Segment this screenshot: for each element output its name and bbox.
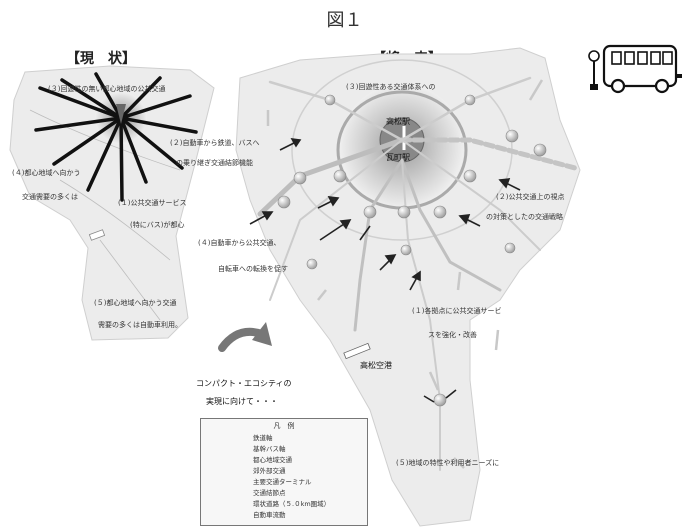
future-label-1a: (１)各拠点に公共交通サービ <box>412 306 501 316</box>
legend-heading: 凡 例 <box>201 421 367 431</box>
legend-item-node: 交通結節点 <box>253 487 286 497</box>
current-label-1b: (特にバス)が都心 <box>130 220 184 230</box>
future-label-3: (３)回遊性ある交通体系への <box>346 82 435 92</box>
current-label-5a: (５)都心地域へ向かう交通 <box>94 298 176 308</box>
future-label-2a: (２)公共交通上の視点 <box>496 192 564 202</box>
current-label-4a: (４)都心地域へ向かう <box>12 168 80 178</box>
legend-item-terminal: 主要交通ターミナル <box>253 476 312 486</box>
future-label-1b: スを強化・改善 <box>428 330 477 340</box>
legend-item-car-flow: 自動車流動 <box>253 509 286 519</box>
current-label-4b: 交通需要の多くは <box>22 192 78 202</box>
bus-icon <box>588 38 684 98</box>
transition-arrow-icon <box>222 322 272 348</box>
legend-item-suburban: 郊外部交通 <box>253 465 286 475</box>
caption-line-1: コンパクト・エコシティの <box>196 378 292 389</box>
legend-item-bus: 基幹バス軸 <box>253 443 286 453</box>
caption-line-2: 実現に向けて・・・ <box>206 396 278 407</box>
current-label-3: (３)回遊性の無い都心地域の公共交通 <box>48 84 165 94</box>
station-kawaramachi-label: 瓦町駅 <box>386 153 410 162</box>
current-label-2b: の乗り継ぎ交通結節機能 <box>176 158 253 168</box>
legend-item-ring-road: 環状道路（５.０km圏域） <box>253 498 330 508</box>
future-label-4a: (４)自動車から公共交通、 <box>198 238 280 248</box>
airport-label: 高松空港 <box>360 360 392 370</box>
future-label-2b: の対策としたの交通戦略 <box>486 212 563 222</box>
station-takamatsu-label: 高松駅 <box>386 116 410 126</box>
current-label-1a: (１)公共交通サービス <box>118 198 186 208</box>
future-label-5: (５)地域の特性や利用者ニーズに <box>396 458 499 468</box>
current-label-2a: (２)自動車から鉄道、バスへ <box>170 138 259 148</box>
legend-box: 凡 例 鉄道軸 基幹バス軸 都心地域交通 郊外部交通 主要交通ターミナル 交通結… <box>200 418 368 526</box>
legend-item-urban: 都心地域交通 <box>253 454 292 464</box>
current-label-5b: 需要の多くは自動車利用。 <box>98 320 182 330</box>
future-label-4b: 自転車への転換を促す <box>218 264 288 274</box>
legend-item-rail: 鉄道軸 <box>253 432 273 442</box>
